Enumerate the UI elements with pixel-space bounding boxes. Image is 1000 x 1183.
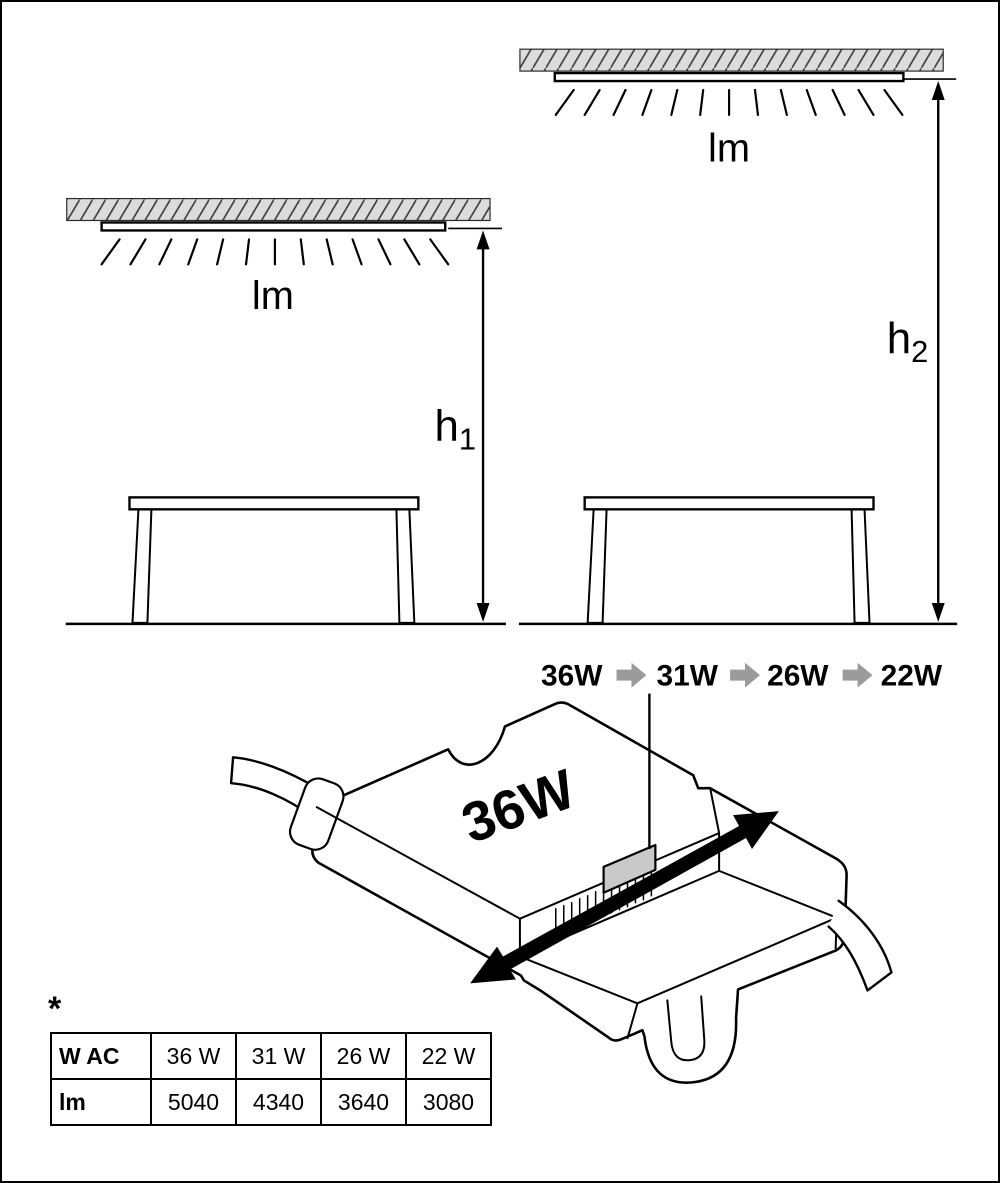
cable-clamp — [288, 777, 345, 851]
spec-value: 22 W — [405, 1032, 492, 1080]
arrowhead-down-icon — [476, 602, 490, 622]
wattage-step: 26W — [767, 660, 829, 693]
table-top — [583, 496, 875, 511]
spec-value: 5040 — [150, 1078, 237, 1126]
cable-left-fill — [231, 757, 319, 818]
height-label: h2 — [887, 314, 929, 369]
spec-value: 4340 — [235, 1078, 322, 1126]
height-dimension-h1: h1 — [435, 227, 502, 622]
wattage-step: 36W — [541, 660, 603, 693]
direction-arrow-icon — [470, 811, 779, 984]
luminaire-panel — [553, 71, 905, 83]
light-rays — [100, 238, 450, 266]
wattage-arrow-icon — [730, 662, 760, 688]
driver-illustration: 36W — [229, 701, 893, 1084]
ceiling-hatch — [66, 197, 491, 222]
wattage-step: 22W — [881, 660, 943, 693]
wattage-arrow-icon — [616, 662, 647, 688]
wattage-arrow-icon — [842, 662, 873, 688]
arrowhead-up-icon — [476, 230, 490, 250]
spec-value: 26 W — [320, 1032, 407, 1080]
strain-relief-notch — [666, 995, 706, 1062]
arrowhead-up-icon — [931, 81, 945, 100]
ceiling-hatch — [519, 48, 944, 72]
table-legs — [586, 508, 871, 624]
furniture-table — [583, 496, 875, 624]
row-header: W AC — [50, 1032, 152, 1080]
table-top — [128, 496, 420, 511]
height-dimension-h2: h2 — [887, 78, 957, 622]
table-legs — [131, 508, 416, 624]
cable-right — [827, 899, 893, 992]
lumen-label: lm — [708, 127, 750, 171]
luminaire-panel — [100, 221, 447, 232]
table-row-lumen: lm 5040 4340 3640 3080 — [50, 1078, 492, 1126]
row-header: lm — [50, 1078, 152, 1126]
spec-value: 3640 — [320, 1078, 407, 1126]
light-rays — [554, 88, 904, 117]
slider-knob — [602, 843, 657, 894]
cable-right-fill — [828, 900, 892, 991]
spec-table: W AC 36 W 31 W 26 W 22 W lm 5040 4340 36… — [50, 1032, 492, 1126]
spec-value: 3080 — [405, 1078, 492, 1126]
wattage-step: 31W — [657, 660, 719, 693]
lumen-label: lm — [252, 274, 294, 318]
height-label: h1 — [435, 402, 477, 457]
spec-value: 36 W — [150, 1032, 237, 1080]
furniture-table — [128, 496, 420, 624]
table-row-wattage: W AC 36 W 31 W 26 W 22 W — [50, 1032, 492, 1080]
right-scene: lm h2 — [518, 48, 958, 626]
left-scene: lm h1 — [65, 197, 506, 626]
spec-value: 31 W — [235, 1032, 322, 1080]
arrowhead-down-icon — [931, 602, 945, 622]
footnote-marker: * — [48, 990, 62, 1028]
